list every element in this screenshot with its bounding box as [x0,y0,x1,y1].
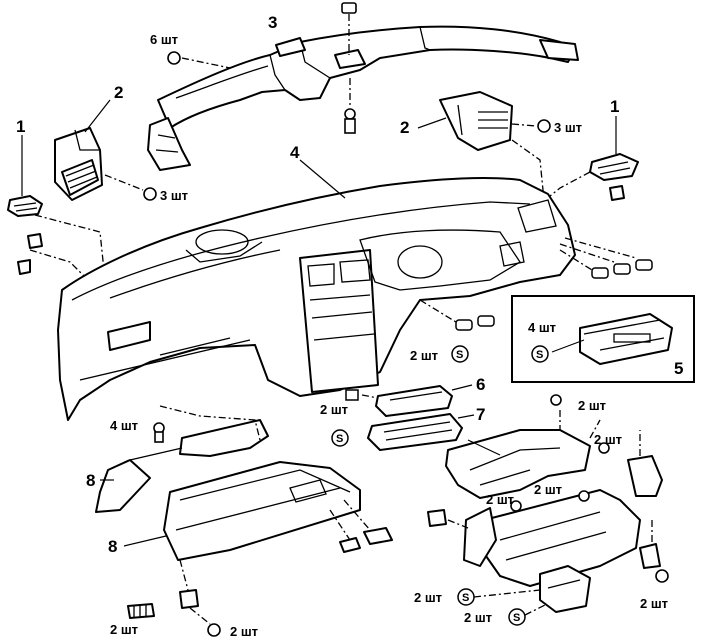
qty-label: 2 шт [464,610,492,625]
qty-label: 3 шт [554,120,582,135]
part-3-duct [147,25,579,171]
s-fastener-icon: S [531,345,549,363]
qty-label: 2 шт [534,482,562,497]
callout-8-upper: 8 [86,471,95,490]
part-2-right-vent [417,91,513,151]
qty-label: 4 шт [110,418,138,433]
clip-icon [455,259,653,331]
callout-1-right: 1 [610,97,619,116]
screw-icon [341,2,357,55]
qty-label: 3 шт [160,188,188,203]
part-1-left-vent [7,135,43,275]
part-2-left-vent [54,99,111,201]
s-mark: S [456,349,463,361]
qty-label: 2 шт [640,596,668,611]
console-bracket [445,410,601,499]
qty-label: 2 шт [230,624,258,639]
qty-label: 4 шт [528,320,556,335]
qty-label: 2 шт [414,590,442,605]
s-mark: S [336,433,343,445]
callout-2-right: 2 [400,118,409,137]
part-4-dashboard [57,177,576,421]
s-mark: S [536,349,543,361]
part-5-inset-box [511,295,695,383]
s-mark: S [513,612,520,624]
s-mark: S [462,592,469,604]
callout-2-left: 2 [114,83,123,102]
qty-label: 6 шт [150,32,178,47]
callout-6: 6 [476,375,485,394]
callout-8-lower: 8 [108,537,117,556]
part-6-trim [345,384,473,417]
screw-icon [511,119,551,133]
callout-4: 4 [290,143,300,162]
screw-icon [104,174,157,201]
part-8-glovebox [123,461,393,637]
screw-icon [344,78,356,134]
qty-label: 2 шт [410,348,438,363]
part-8-bracket [95,405,269,513]
s-fastener-icon: S [508,608,526,626]
s-fastener-icon: S [457,588,475,606]
qty-label: 2 шт [110,622,138,637]
s-fastener-icon: S [451,345,469,363]
callout-1-left: 1 [16,117,25,136]
qty-label: 2 шт [578,398,606,413]
s-fastener-icon: S [331,429,349,447]
callout-7: 7 [476,405,485,424]
qty-label: 2 шт [320,402,348,417]
screw-icon [153,422,165,443]
qty-label: 2 шт [486,492,514,507]
screw-icon [167,51,231,69]
part-1-right-vent [589,116,639,201]
callout-3: 3 [268,13,277,32]
qty-label: 2 шт [594,432,622,447]
part-7-trim [367,413,475,451]
lower-console [427,394,669,613]
callout-5: 5 [674,359,683,378]
